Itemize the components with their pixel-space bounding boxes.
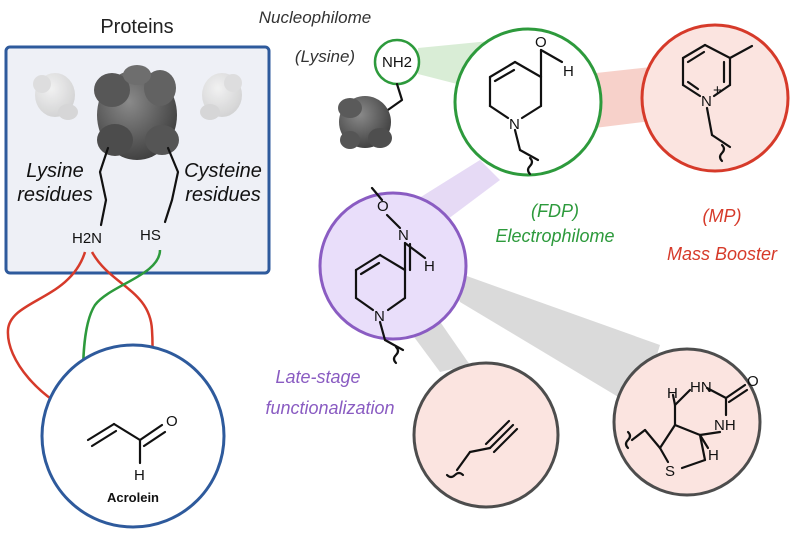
nucleophilome-label-line2: (Lysine) — [295, 47, 355, 66]
alkyne-circle — [412, 361, 560, 509]
biotin-hn: HN — [690, 379, 712, 396]
protein-faded-left-icon — [33, 73, 78, 120]
fdp-label-line1: (FDP) — [531, 201, 579, 221]
mp-structure — [681, 43, 754, 163]
nucleophilome-label-line1: Nucleophilome — [259, 8, 371, 27]
protein-faded-right-icon — [200, 73, 242, 120]
acrolein-oxygen: O — [166, 413, 178, 430]
fdp-hydrogen: H — [563, 63, 574, 80]
mp-charge: + — [713, 82, 722, 99]
beam-late-to-biotin — [450, 270, 660, 410]
late-stage-label-line2: functionalization — [265, 398, 394, 418]
late-stage-nitrogen: N — [374, 308, 385, 325]
biotin-oxygen: O — [747, 373, 759, 390]
mp-nitrogen: N — [701, 93, 712, 110]
late-stage-oxime-n: N — [398, 227, 409, 244]
arrow-red-left — [6, 251, 92, 424]
biotin-h2: H — [708, 447, 719, 464]
late-stage-structure — [354, 186, 427, 365]
late-stage-label-line1: Late-stage — [275, 367, 360, 387]
mp-label-line1: (MP) — [703, 206, 742, 226]
mp-circle — [640, 23, 790, 173]
biotin-circle — [612, 347, 762, 497]
mp-label-line2: Mass Booster — [667, 244, 778, 264]
biotin-sulfur: S — [665, 463, 675, 480]
fdp-oxygen: O — [535, 34, 547, 51]
alkyne-structure — [445, 419, 519, 479]
proteins-title: Proteins — [100, 16, 173, 38]
fdp-label-line2: Electrophilome — [495, 226, 614, 246]
lysine-label-line2: residues — [17, 184, 93, 206]
late-stage-hydrogen: H — [424, 258, 435, 275]
cysteine-chain — [163, 146, 180, 224]
lysine-chain — [98, 146, 110, 227]
protein-nucleophilome-icon — [338, 96, 392, 149]
late-stage-oxime-o: O — [377, 198, 389, 215]
fdp-nitrogen: N — [509, 116, 520, 133]
lysine-label-line1: Lysine — [26, 160, 83, 182]
biotin-nh: NH — [714, 417, 736, 434]
biotin-h1: H — [667, 385, 678, 402]
acrolein-label: Acrolein — [107, 490, 159, 505]
acrolein-hydrogen: H — [134, 467, 145, 484]
fdp-circle — [453, 27, 603, 177]
acrolein-structure — [86, 422, 167, 465]
late-stage-circle — [318, 191, 468, 341]
amine-group: H2N — [72, 230, 102, 247]
protein-main-icon — [94, 65, 179, 160]
biotin-structure — [624, 383, 749, 470]
fdp-structure — [488, 48, 564, 176]
cysteine-label-line2: residues — [185, 184, 261, 206]
nh2-group: NH2 — [382, 54, 412, 71]
thiol-group: HS — [140, 227, 161, 244]
cysteine-label-line1: Cysteine — [184, 160, 262, 182]
